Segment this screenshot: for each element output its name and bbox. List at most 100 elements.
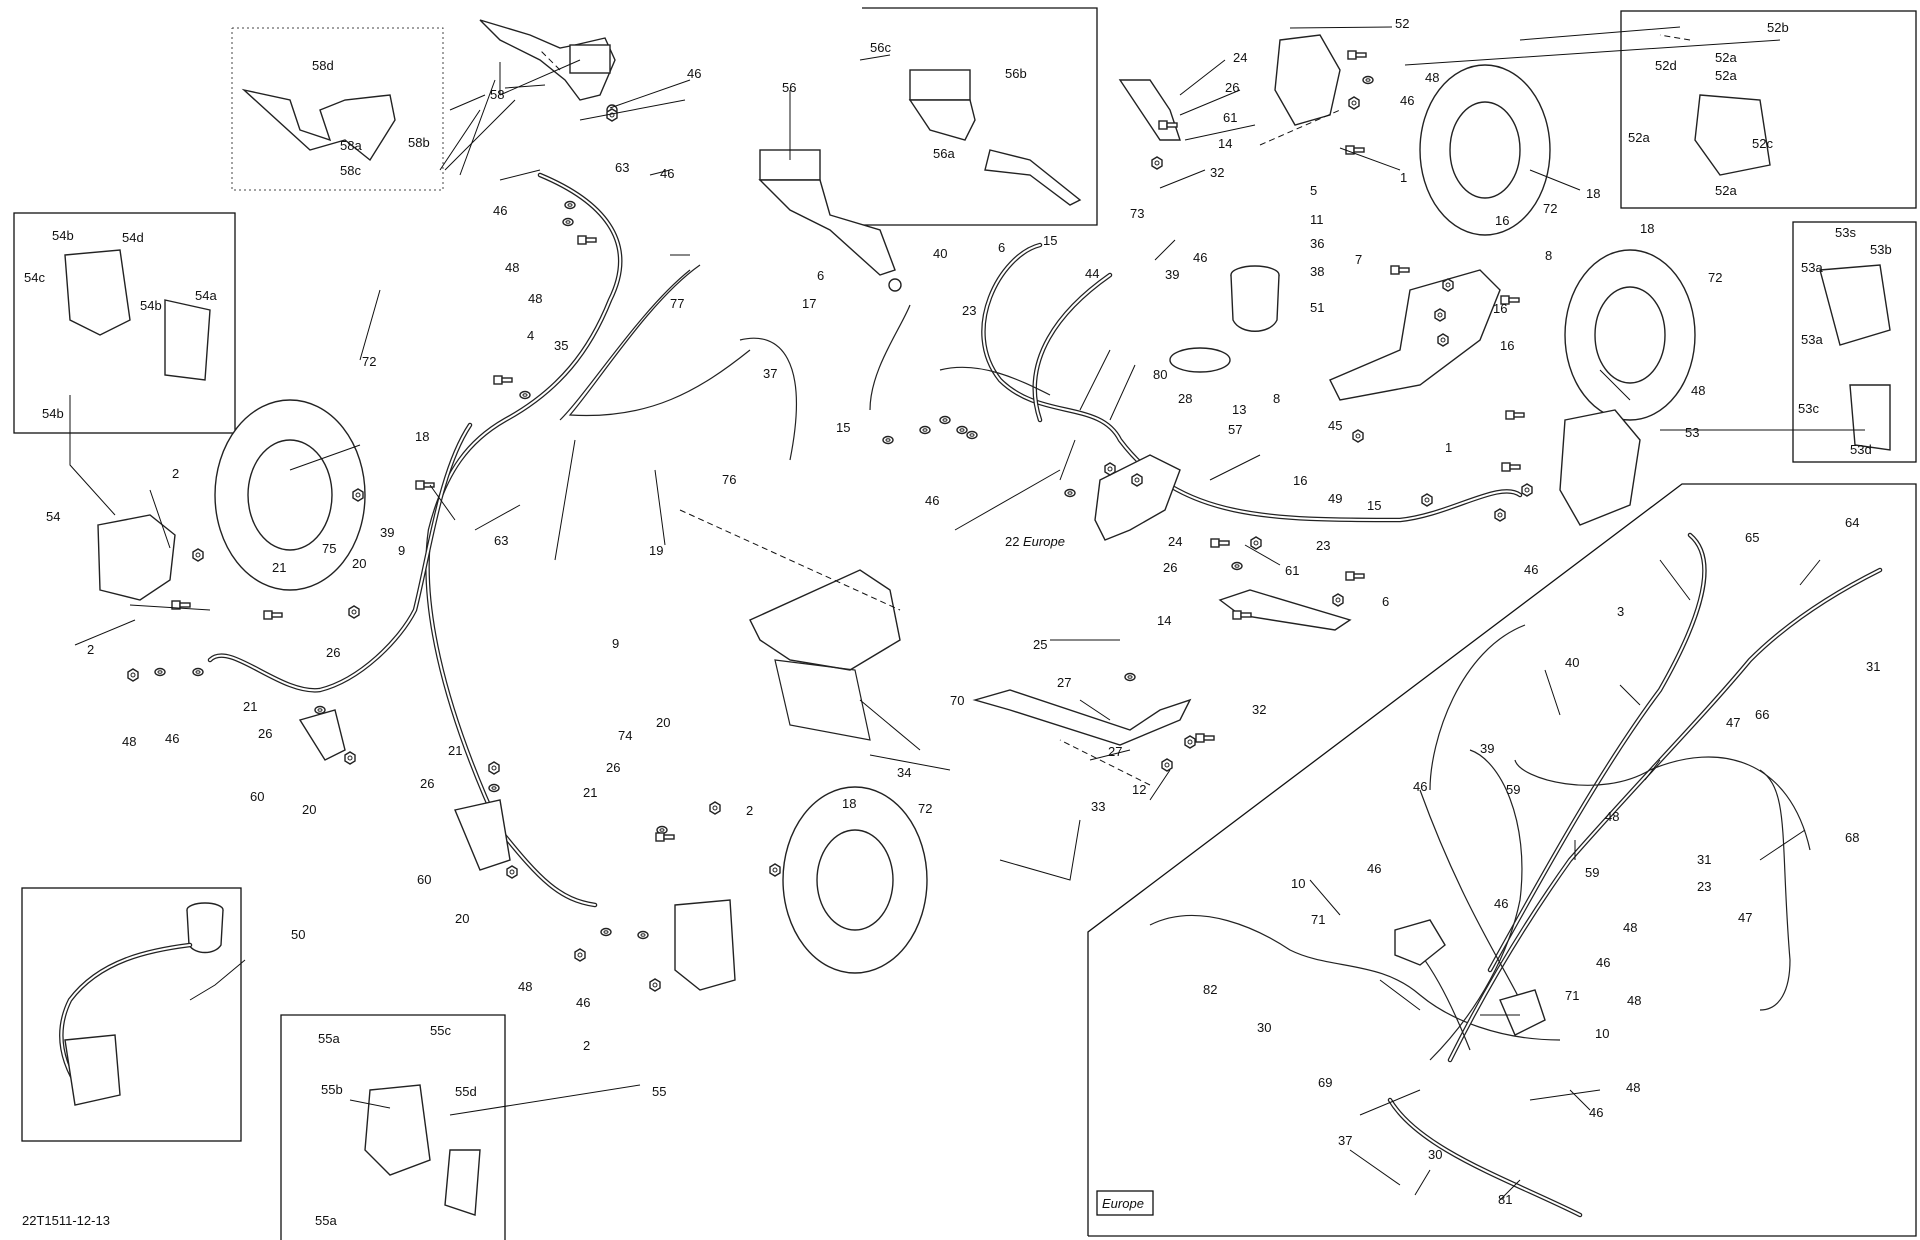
callout: 40: [1565, 655, 1579, 670]
callout: 34: [897, 765, 911, 780]
callout: 14: [1157, 613, 1171, 628]
callout: 2: [172, 466, 179, 481]
callout: 11: [1310, 212, 1324, 227]
callout: 26: [1225, 80, 1239, 95]
europe-panel-tag-text: Europe: [1102, 1196, 1144, 1211]
reservoir-50-inset: [59, 902, 224, 1106]
callout: 48: [1691, 383, 1705, 398]
inset-box-55: [280, 1014, 506, 1240]
callout: 52b: [1767, 20, 1789, 35]
callout: 48: [528, 291, 542, 306]
callout: 23: [1316, 538, 1330, 553]
callout: 52d: [1655, 58, 1677, 73]
callout: 46: [1367, 861, 1381, 876]
callout: 68: [1845, 830, 1859, 845]
callout: 39: [1165, 267, 1179, 282]
callout: 9: [612, 636, 619, 651]
caliper-54-inset: [64, 249, 211, 381]
callout: 39: [380, 525, 394, 540]
callout: 71: [1565, 988, 1579, 1003]
inset-box-50: [21, 887, 242, 1142]
callout-labels: 58d 58 58a 58b 58c 46 56c 56 56b 56a 24 …: [24, 16, 1892, 1228]
callout: 66: [1755, 707, 1769, 722]
callout: 69: [1318, 1075, 1332, 1090]
callout: 20: [455, 911, 469, 926]
callout: 72: [362, 354, 376, 369]
diagram-reference-code: 22T1511-12-13: [22, 1213, 110, 1228]
callout: 55c: [430, 1023, 451, 1038]
caliper-53: [1559, 409, 1641, 526]
callout: 58: [490, 87, 504, 102]
callout: 52a: [1715, 183, 1737, 198]
caliper-53-inset: [1819, 264, 1891, 451]
callout: 52c: [1752, 136, 1773, 151]
callout: 5: [1310, 183, 1317, 198]
callout: 27: [1057, 675, 1071, 690]
callout: 8: [1545, 248, 1552, 263]
callout: 45: [1328, 418, 1342, 433]
brake-disc-72-left: [214, 399, 366, 591]
callout: 32: [1252, 702, 1266, 717]
callout: 50: [291, 927, 305, 942]
callout: 46: [660, 166, 674, 181]
callout: 21: [583, 785, 597, 800]
callout: 6: [998, 240, 1005, 255]
callout: 48: [1623, 920, 1637, 935]
callout: 28: [1178, 391, 1192, 406]
callout: 26: [606, 760, 620, 775]
callout: 44: [1085, 266, 1099, 281]
callout: 46: [1596, 955, 1610, 970]
callout: 72: [918, 801, 932, 816]
callout: 80: [1153, 367, 1167, 382]
callout: 18: [415, 429, 429, 444]
europe-panel-frame: [1087, 483, 1917, 1237]
callout: 61: [1223, 110, 1237, 125]
callout: 57: [1228, 422, 1242, 437]
callout: 72: [1708, 270, 1722, 285]
callout: 23: [1697, 879, 1711, 894]
callout: 17: [802, 296, 816, 311]
callout: 55a: [318, 1031, 340, 1046]
callout: 26: [258, 726, 272, 741]
master-cylinder-57: [1094, 454, 1181, 541]
callout: 31: [1697, 852, 1711, 867]
inset-box-56: [862, 7, 1098, 226]
callout: 60: [417, 872, 431, 887]
callout: 56: [782, 80, 796, 95]
callout: 3: [1617, 604, 1624, 619]
callout: 1: [1400, 170, 1407, 185]
callout: 56a: [933, 146, 955, 161]
callout: 55a: [315, 1213, 337, 1228]
callout: 21: [272, 560, 286, 575]
callout: 54c: [24, 270, 45, 285]
callout: 46: [925, 493, 939, 508]
callout: 55d: [455, 1084, 477, 1099]
callout: 59: [1506, 782, 1520, 797]
europe-panel-tag: Europe: [1096, 1190, 1154, 1216]
callout: 6: [817, 268, 824, 283]
callout: 46: [493, 203, 507, 218]
callout: 20: [352, 556, 366, 571]
caliper-52: [1274, 34, 1341, 126]
callout: 10: [1291, 876, 1305, 891]
callout: 4: [527, 328, 534, 343]
callout: 54: [46, 509, 60, 524]
brake-hose-40-44: [739, 304, 1051, 461]
bracket-45: [1329, 269, 1501, 401]
reservoir-51: [1169, 265, 1280, 373]
inset-box-53: [1792, 221, 1917, 463]
callout: 55: [652, 1084, 666, 1099]
europe-abs-hoses: [1149, 532, 1883, 1218]
callout: 71: [1311, 912, 1325, 927]
region-tag-europe: Europe: [1023, 534, 1065, 549]
callout: 53a: [1801, 260, 1823, 275]
callout: 46: [576, 995, 590, 1010]
callout: 48: [1425, 70, 1439, 85]
callout: 58b: [408, 135, 430, 150]
callout: 54b: [52, 228, 74, 243]
callout: 52a: [1628, 130, 1650, 145]
callout: 59: [1585, 865, 1599, 880]
callout: 1: [1445, 440, 1452, 455]
inset-box-58: [231, 27, 444, 191]
